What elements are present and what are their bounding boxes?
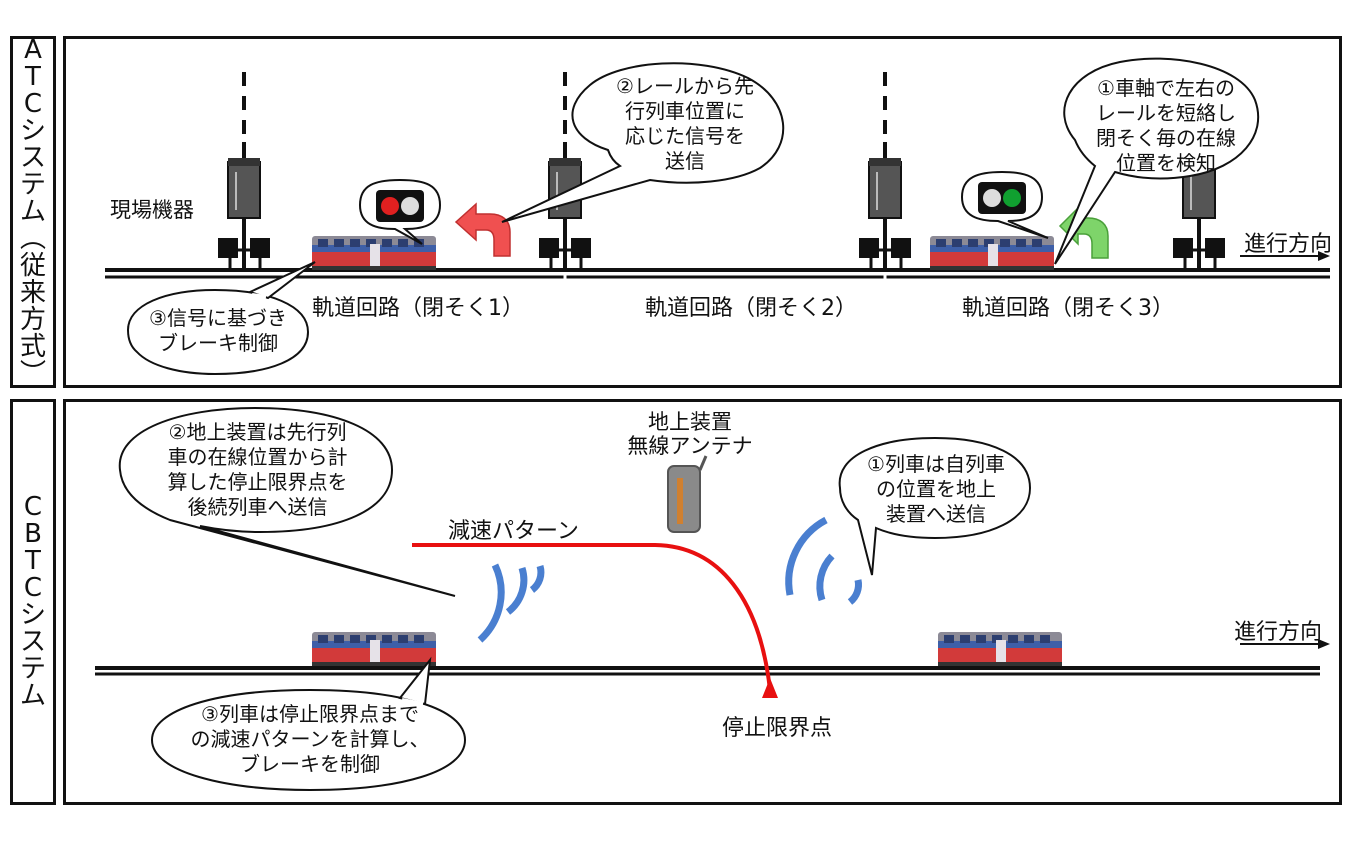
- vertical-char: テ: [19, 169, 46, 200]
- vertical-char: A: [24, 34, 42, 65]
- vertical-char: テ: [19, 654, 46, 684]
- cbtc-callout-3-text: ③列車は停止限界点まで の減速パターンを計算し、 ブレーキを制御: [190, 702, 430, 776]
- vertical-char: C: [23, 492, 43, 522]
- stop-limit-marker: [762, 678, 778, 698]
- vertical-char: ︵: [19, 223, 46, 254]
- vertical-char: C: [23, 88, 43, 119]
- vertical-char: 来: [19, 277, 46, 308]
- cbtc-callout-2-bubble: [118, 406, 456, 597]
- antenna-stripe: [677, 478, 683, 524]
- cbtc-callout-1-bubble: [838, 436, 1032, 576]
- atc-callout-1-text: ①車軸で左右の レールを短絡し 閉そく毎の在線 位置を検知: [1096, 76, 1236, 175]
- vertical-char: ス: [19, 142, 46, 173]
- atc-callout-3-text: ③信号に基づき ブレーキ制御: [149, 306, 287, 355]
- red-curved-arrow: [454, 202, 511, 257]
- signal-off-lamp-2: [983, 189, 1001, 207]
- vertical-char: C: [23, 573, 43, 603]
- atc-label-box: [10, 36, 56, 388]
- vertical-char: 従: [19, 250, 46, 281]
- atc-train-lead: [930, 236, 1054, 270]
- vertical-char: ︶: [19, 358, 46, 389]
- antenna-rod: [698, 455, 708, 471]
- radio-waves-lead: [785, 516, 862, 605]
- field-equipment-label: 現場機器: [110, 198, 194, 222]
- deceleration-pattern-curve: [412, 543, 772, 691]
- radio-waves-rear: [477, 563, 545, 643]
- vertical-char: ム: [19, 196, 46, 227]
- field-unit-1: [216, 70, 272, 274]
- atc-callout-1-bubble: [1054, 57, 1260, 265]
- antenna-body: [667, 465, 701, 533]
- cbtc-direction-label: 進行方向: [1234, 620, 1323, 645]
- signal-red-lamp: [381, 197, 399, 215]
- cbtc-callout-3-bubble: [150, 688, 467, 792]
- vertical-char: 方: [19, 304, 46, 335]
- cbtc-callout-2-text: ②地上装置は先行列 車の在線位置から計 算した停止限界点を 後続列車へ送信: [167, 420, 348, 519]
- track-circuit-3: 軌道回路（閉そく3）: [962, 296, 1174, 321]
- stop-limit-label: 停止限界点: [722, 716, 833, 741]
- cbtc-train-rear: [312, 632, 436, 666]
- ground-device-label: 地上装置 無線アンテナ: [627, 410, 753, 458]
- vertical-char: シ: [19, 600, 46, 630]
- atc-direction-head: [1318, 251, 1330, 261]
- signal-green-lamp: [1003, 189, 1021, 207]
- cbtc-train-lead: [938, 632, 1062, 666]
- atc-direction-label: 進行方向: [1244, 232, 1333, 257]
- vertical-char: ス: [19, 627, 46, 657]
- deceleration-pattern-label: 減速パターン: [448, 519, 579, 544]
- atc-callout-3-bubble: [126, 288, 310, 376]
- vertical-char: B: [24, 519, 42, 549]
- track-circuit-1: 軌道回路（閉そく1）: [312, 296, 524, 321]
- field-unit-3: [857, 70, 913, 274]
- cbtc-direction-head: [1318, 639, 1330, 649]
- atc-callout-2-text: ②レールから先 行列車位置に 応じた信号を 送信: [616, 74, 754, 173]
- vertical-char: T: [25, 546, 41, 576]
- vertical-char: T: [25, 61, 41, 92]
- cbtc-label-box: [10, 399, 56, 805]
- vertical-char: 式: [19, 331, 46, 362]
- signal-off-lamp: [401, 197, 419, 215]
- vertical-char: シ: [19, 115, 46, 146]
- atc-callout-2-bubble: [501, 62, 785, 223]
- cbtc-callout-1-text: ①列車は自列車 の位置を地上 装置へ送信: [867, 452, 1005, 526]
- vertical-char: ム: [19, 681, 46, 711]
- track-circuit-2: 軌道回路（閉そく2）: [645, 296, 857, 321]
